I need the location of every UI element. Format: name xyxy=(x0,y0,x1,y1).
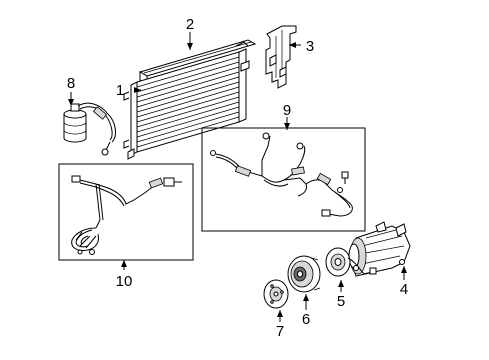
callout-3: 3 xyxy=(306,38,314,55)
receiver-drier xyxy=(63,102,116,156)
callout-1: 1 xyxy=(116,82,124,99)
callout-7: 7 xyxy=(276,323,284,340)
callout-6: 6 xyxy=(302,311,310,328)
callout-2: 2 xyxy=(186,16,194,33)
hose-assembly-box-10 xyxy=(58,163,194,261)
clutch-hub-plate xyxy=(263,279,289,309)
side-bracket xyxy=(265,25,297,89)
hose-assembly-box-9 xyxy=(201,127,366,232)
callout-9: 9 xyxy=(283,102,291,119)
clutch-pulley xyxy=(287,255,321,293)
condenser xyxy=(123,41,250,160)
callout-4: 4 xyxy=(400,281,408,298)
clutch-field-coil xyxy=(325,247,377,277)
callout-labels: 1 2 3 8 9 10 4 5 6 7 xyxy=(67,16,408,340)
callout-leaders xyxy=(68,32,407,322)
callout-10: 10 xyxy=(116,273,133,290)
discharge-hose-lines xyxy=(210,132,353,217)
callout-8: 8 xyxy=(67,75,75,92)
suction-hose-lines xyxy=(71,175,182,255)
callout-5: 5 xyxy=(337,293,345,310)
